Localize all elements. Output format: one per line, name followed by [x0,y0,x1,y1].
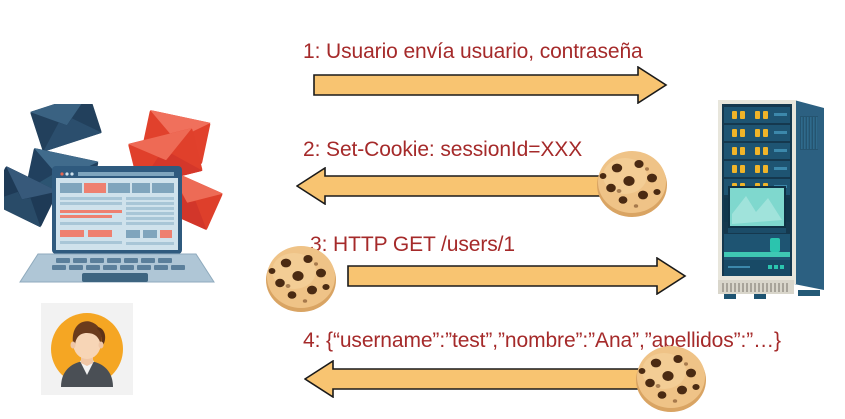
laptop-icon [4,104,234,290]
cookie-icon-2 [595,148,669,220]
laptop-base [19,253,215,283]
message-1-label: 1: Usuario envía usuario, contraseña [303,40,643,63]
envelope-navy-3 [4,166,59,228]
message-3-label: 3: HTTP GET /users/1 [310,233,515,256]
avatar-icon [41,303,133,395]
server-icon [712,94,830,301]
laptop-screen [52,166,182,254]
arrow-left-icon-2 [296,167,636,205]
arrow-right-icon-1 [313,66,668,104]
cookie-icon-4 [634,343,708,415]
envelope-navy-1 [30,104,102,152]
message-4-label: 4: {“username”:”test”,”nombre”:”Ana”,”ap… [303,329,781,352]
message-2-label: 2: Set-Cookie: sessionId=XXX [303,138,583,161]
arrow-left-icon-4 [304,360,654,398]
arrow-right-icon-3 [347,257,687,295]
cookie-icon-3 [264,243,338,315]
